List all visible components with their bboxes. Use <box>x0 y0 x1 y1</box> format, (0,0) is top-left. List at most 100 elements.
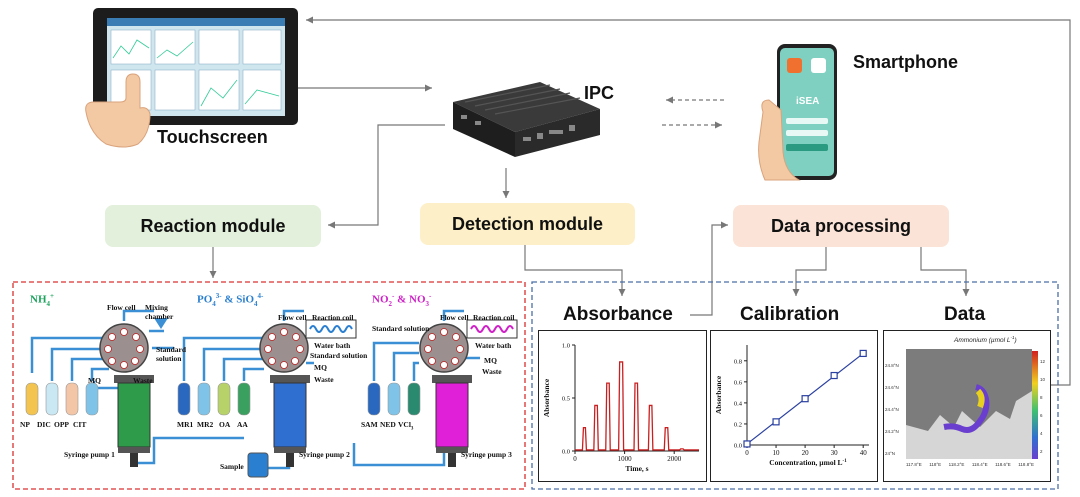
mq-2-label: MQ <box>314 363 327 372</box>
y-axis-label: Absorbance <box>542 378 551 417</box>
lat-label: 24.6°N <box>885 385 899 390</box>
colorbar-tick: 6 <box>1040 413 1043 418</box>
mr1-label: MR1 <box>177 420 194 429</box>
no2-sub: 2 <box>388 299 393 308</box>
hand-icon <box>85 73 151 148</box>
touchscreen-label: Touchscreen <box>157 127 268 147</box>
map-title-text: Ammonium (µmol L <box>954 337 1011 345</box>
lat-label: 24°N <box>885 451 896 456</box>
survey-track-hot <box>975 388 985 409</box>
x-axis-label: Time, s <box>625 464 648 473</box>
sio4-sup: 4- <box>257 292 264 300</box>
nh4-header: NH4+ <box>30 292 54 308</box>
smartphone-screen: iSEA <box>780 48 834 176</box>
map-lat-labels: 24.8°N 24.6°N 24.4°N 24.2°N 24°N <box>885 355 899 465</box>
sample-label: Sample <box>220 462 244 471</box>
tubing-lines <box>30 309 480 470</box>
syringe-pump-2-label: Syringe pump 2 <box>299 450 350 459</box>
water-bath-3-label: Water bath <box>475 341 512 350</box>
x-tick-label: 40 <box>860 449 868 457</box>
calibration-point <box>743 440 751 448</box>
app-icon-1 <box>787 58 802 73</box>
map-lon-labels: 117.8°E 118°E 118.2°E 118.4°E 118.6°E 11… <box>906 462 1034 467</box>
vcl3-label: VCl3 <box>398 420 413 432</box>
sample-bottle <box>247 452 269 478</box>
dic-label: DIC <box>37 420 51 429</box>
nh4-text: NH <box>30 293 47 306</box>
smartphone-device: iSEA <box>777 44 837 180</box>
x-tick-label: 0 <box>573 455 577 463</box>
data-processing-box: Data processing <box>733 205 949 247</box>
phone-button <box>786 144 828 151</box>
nh4-sup: + <box>50 292 54 300</box>
syringe-pump-1-label: Syringe pump 1 <box>64 450 115 459</box>
calibration-point <box>859 349 867 358</box>
colorbar-ticks: 12 10 8 6 4 2 <box>1040 353 1045 461</box>
y-tick-label: 0.0 <box>562 449 570 456</box>
land-mass <box>906 349 1032 431</box>
standard-solution-2-label: Standard solution <box>310 351 368 360</box>
absorbance-series-line <box>575 361 699 451</box>
x-axis-label: Concentration, µmol L-1 <box>769 458 847 467</box>
phone-input-1 <box>786 118 828 124</box>
flow-cell-3-label: Flow cell <box>440 313 469 322</box>
x-tick-label: 1000 <box>618 455 633 463</box>
smartphone-label: Smartphone <box>853 52 959 72</box>
data-map <box>906 349 1038 459</box>
no2-no3-header: NO2- & NO3- <box>372 292 431 308</box>
phone-input-2 <box>786 130 828 136</box>
syringe-1 <box>114 375 154 467</box>
po4-sub: 4 <box>212 299 216 308</box>
opp-label: OPP <box>54 420 69 429</box>
calibration-point <box>772 418 780 426</box>
touchscreen-device <box>93 8 298 125</box>
phone-hand-icon <box>758 99 801 181</box>
data-map-panel: Ammonium (µmol L-1) 24.8°N 24.6°N 24.4°N… <box>883 330 1051 482</box>
aa-label: AA <box>237 420 248 429</box>
mq-3-label: MQ <box>484 356 497 365</box>
ned-label: NED <box>380 420 396 429</box>
calibration-point <box>830 371 838 380</box>
po4-sio4-header: PO43- & SiO44- <box>197 292 263 308</box>
colorbar-tick: 4 <box>1040 431 1043 436</box>
reaction-module-box: Reaction module <box>105 205 321 247</box>
y-axis-label: Absorbance <box>714 375 723 414</box>
lat-label: 24.2°N <box>885 429 899 434</box>
mr2-label: MR2 <box>197 420 214 429</box>
phone-app-name: iSEA <box>796 96 820 107</box>
map-title-sup: -1 <box>1010 335 1015 340</box>
absorbance-title: Absorbance <box>563 304 673 325</box>
waste-2-label: Waste <box>314 375 334 384</box>
mixing-chamber-label: Mixing chamber <box>145 303 174 321</box>
vcl-text: VCl <box>398 420 411 429</box>
po4-sup: 3- <box>215 292 222 300</box>
x-axis-label-sup: -1 <box>843 459 848 464</box>
lon-label: 118.8°E <box>1018 462 1034 467</box>
standard-solution-3-label: Standard solution <box>372 324 430 333</box>
calibration-title: Calibration <box>740 304 840 325</box>
oa-label: OA <box>219 420 231 429</box>
no3-sub: 3 <box>425 299 430 308</box>
po4-text: PO <box>197 293 213 306</box>
lon-label: 118°E <box>929 462 942 467</box>
lat-label: 24.8°N <box>885 363 899 368</box>
waste-1-label: Waste <box>133 376 153 385</box>
survey-track <box>943 384 990 433</box>
sam-label: SAM <box>361 420 378 429</box>
lon-label: 118.4°E <box>971 462 988 467</box>
nh4-sub: 4 <box>46 299 51 308</box>
y-tick-label: 0.8 <box>734 358 742 365</box>
reagent-bottles-1 <box>25 382 99 416</box>
cit-label: CIT <box>73 420 87 429</box>
x-tick-label: 2000 <box>667 455 682 463</box>
no3-text: & NO <box>394 293 426 306</box>
x-tick-label: 10 <box>773 449 781 457</box>
reaction-schematic <box>25 309 518 478</box>
y-tick-label: 0.4 <box>734 400 743 407</box>
mixing-chamber-icon <box>154 318 168 329</box>
no2-sup: - <box>392 292 395 300</box>
